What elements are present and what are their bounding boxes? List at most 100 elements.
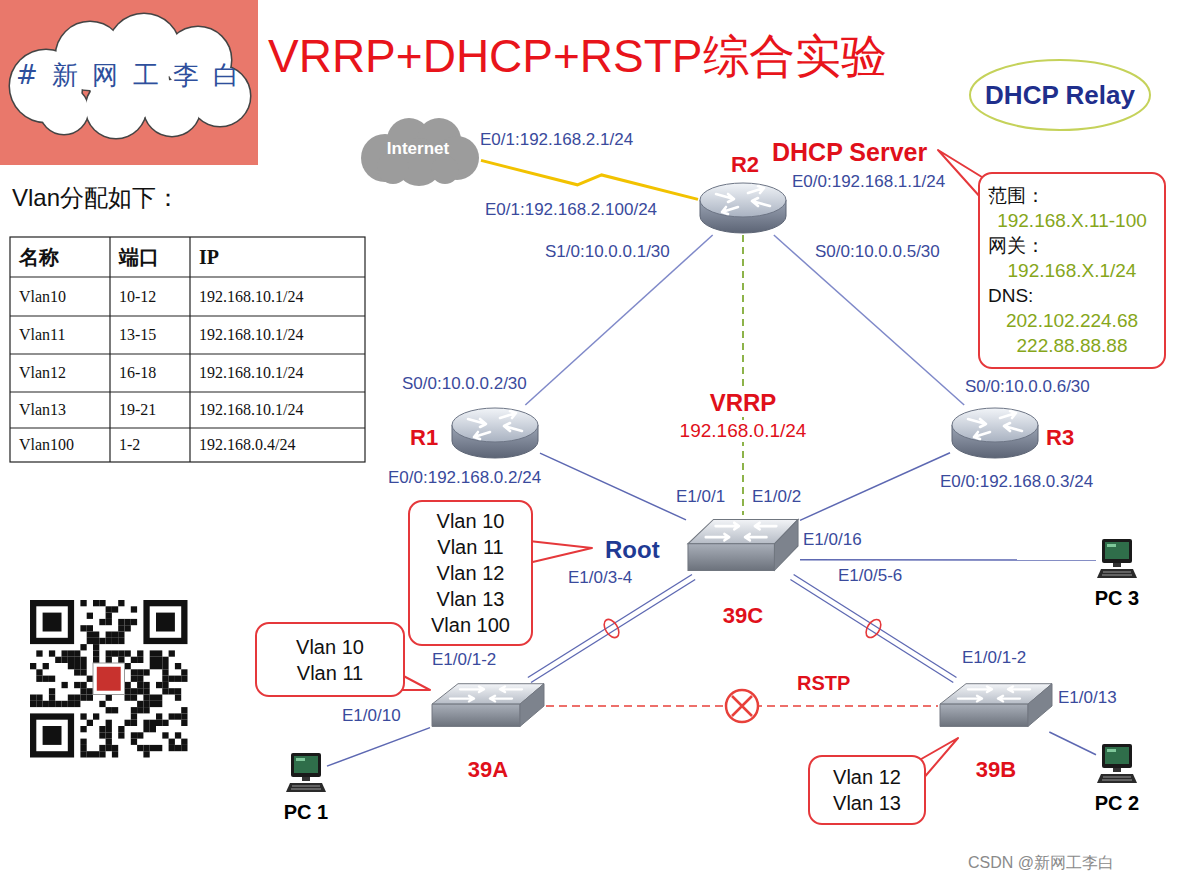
td-label: 19-21 [119, 392, 187, 428]
graphic-part [181, 669, 187, 675]
graphic-part [460, 687, 484, 693]
graphic-part [118, 657, 124, 663]
iface-label: E0/0:192.168.1.1/24 [792, 172, 945, 192]
dev-text: 39C [723, 603, 763, 629]
graphic-part [952, 408, 1038, 442]
graphic-part [10, 353, 365, 354]
graphic-part [30, 701, 36, 707]
graphic-part [10, 276, 365, 277]
connector-line [327, 728, 430, 766]
pcl-text: PC 2 [1095, 792, 1139, 815]
graphic-part [291, 786, 321, 789]
vlan-text: Vlan 12 [437, 560, 505, 586]
dev-text: 39A [468, 757, 508, 783]
graphic-part [156, 650, 162, 656]
graphic-part [131, 688, 137, 694]
sw-graphic [938, 680, 1054, 732]
vlan-text: Vlan 13 [437, 586, 505, 612]
graphic-part [143, 600, 187, 644]
vlan-callout: Vlan 12Vlan 13 [808, 755, 926, 825]
graphic-part [93, 632, 99, 638]
badge-frame [0, 0, 258, 165]
graphic-part [1097, 774, 1137, 783]
td-label: Vlan100 [19, 428, 107, 462]
graphic-part [970, 60, 1150, 130]
graphic-part [1008, 687, 1030, 693]
iface-label: E1/0/1-2 [432, 650, 496, 670]
graphic-part [99, 619, 105, 625]
graphic-part [43, 676, 49, 682]
vlan-text: Vlan 100 [431, 612, 510, 638]
th-label: 名称 [19, 237, 107, 277]
graphic-part [106, 657, 112, 663]
valw-text: 202.102.224.68 222.88.88.88 [997, 308, 1147, 358]
graphic-part [118, 632, 124, 638]
graphic-part [62, 650, 68, 656]
graphic-part [93, 650, 99, 656]
link-aggregation-mark [601, 617, 622, 640]
graphic-part [143, 695, 149, 701]
graphic-part [162, 720, 168, 726]
td-label: 192.168.0.4/24 [199, 428, 362, 462]
pcl-text: PC 3 [1095, 587, 1139, 610]
graphic-part [500, 687, 522, 693]
graphic-part [1107, 544, 1116, 547]
graphic-part [181, 739, 187, 745]
graphic-part [998, 696, 1020, 702]
graphic-part [125, 619, 131, 625]
hdr-label: Vlan分配如下： [12, 182, 180, 214]
graphic-part [36, 695, 42, 701]
graphic-part [93, 713, 99, 719]
connector-line [540, 453, 686, 520]
graphic-part [432, 704, 520, 726]
graphic-part [87, 613, 93, 619]
graphic-part [143, 682, 149, 688]
cap-text: DNS: [988, 283, 1033, 308]
connector-line [742, 235, 744, 515]
graphic-part [162, 663, 168, 669]
graphic-part [143, 688, 149, 694]
graphic-part [55, 657, 61, 663]
graphic-part [99, 726, 105, 732]
double-connector [790, 574, 956, 682]
graphic-part [106, 613, 112, 619]
iface-label: S1/0:10.0.0.1/30 [545, 242, 670, 262]
graphic-part [112, 707, 118, 713]
graphic-part [175, 676, 181, 682]
line-connector [800, 559, 1096, 560]
graphic-part [143, 701, 149, 707]
graphic-part [30, 695, 36, 701]
graphic-part [137, 669, 143, 675]
graphic-part [181, 720, 187, 726]
graphic-part [106, 732, 112, 738]
graphic-part [36, 720, 68, 752]
router-icon: R1 [450, 405, 540, 460]
graphic-part [68, 657, 74, 663]
pc-icon: PC 3 [1096, 538, 1138, 582]
graphic-part [43, 663, 49, 669]
td-label: Vlan11 [19, 316, 107, 354]
connector-line [481, 160, 698, 199]
double-connector [528, 574, 695, 682]
graphic-part [520, 684, 544, 727]
graphic-part [80, 739, 86, 745]
graphic-part [1096, 538, 1138, 582]
graphic-part [131, 732, 137, 738]
iface-label: E1/0/5-6 [838, 566, 902, 586]
graphic-part [726, 690, 758, 722]
graphic-part [950, 405, 1040, 460]
graphic-part [131, 707, 137, 713]
graphic-part [169, 688, 175, 694]
graphic-part [504, 423, 522, 431]
graphic-part [80, 644, 86, 650]
graphic-part [80, 745, 86, 751]
graphic-part [112, 632, 118, 638]
graphic-part [93, 600, 99, 606]
iface-label: E0/1:192.168.2.1/24 [480, 130, 633, 150]
iface-label: E0/1:192.168.2.100/24 [485, 200, 657, 220]
td-label: 192.168.10.1/24 [199, 354, 362, 392]
graphic-part [137, 676, 143, 682]
graphic-part [10, 237, 365, 462]
edge-label: VRRP [707, 389, 780, 417]
vlan-table-grid [10, 237, 365, 462]
